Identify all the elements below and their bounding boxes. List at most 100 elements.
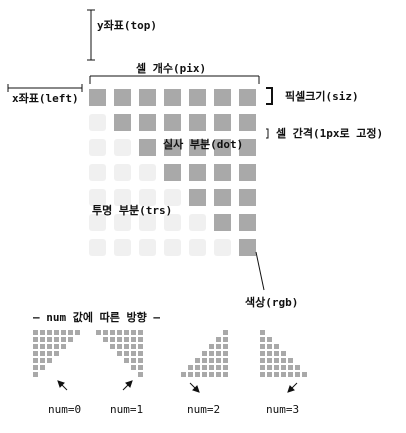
cell-gap-label: 셀 간격(1px로 고정) <box>276 127 384 140</box>
transparent-cell <box>89 114 106 131</box>
solid-cell <box>239 139 256 156</box>
mini-grid-cell-num0 <box>40 351 45 356</box>
mini-grid-cell-num2 <box>216 344 221 349</box>
transparent-cell <box>89 139 106 156</box>
mini-grid-cell-num3 <box>288 358 293 363</box>
transparent-cell <box>114 239 131 256</box>
solid-cell <box>139 89 156 106</box>
mini-grid-cell-num1 <box>131 330 136 335</box>
transparent-cell <box>89 214 106 231</box>
mini-grid-cell-num1 <box>138 365 143 370</box>
mini-grid-cell-num3 <box>267 358 272 363</box>
solid-cell <box>114 114 131 131</box>
mini-grid-cell-num3 <box>274 351 279 356</box>
mini-grid-cell-num2 <box>209 344 214 349</box>
transparent-cell <box>189 239 206 256</box>
arrow-num1-head <box>125 380 133 388</box>
mini-grid-cell-num3 <box>260 358 265 363</box>
mini-grid-cell-num3 <box>260 337 265 342</box>
mini-grid-cell-num3 <box>274 372 279 377</box>
mini-grid-cell-num1 <box>124 337 129 342</box>
transparent-cell <box>114 189 131 206</box>
mini-grid-cell-num3 <box>260 351 265 356</box>
mini-grid-cell-num1 <box>131 365 136 370</box>
mini-grid-cell-num2 <box>209 358 214 363</box>
direction-mini-grids <box>33 330 307 377</box>
mini-grid-cell-num1 <box>117 344 122 349</box>
mini-grid-cell-num1 <box>110 330 115 335</box>
mini-grid-cell-num0 <box>47 330 52 335</box>
num3-label: num=3 <box>266 403 300 416</box>
direction-title: — num 값에 따른 방향 — <box>33 311 160 324</box>
transparent-cell <box>189 214 206 231</box>
mini-grid-cell-num3 <box>295 365 300 370</box>
solid-cell <box>214 214 231 231</box>
transparent-cell <box>139 214 156 231</box>
solid-cell <box>189 89 206 106</box>
mini-grid-cell-num0 <box>40 358 45 363</box>
mini-grid-cell-num1 <box>138 337 143 342</box>
solid-cell <box>89 89 106 106</box>
solid-cell <box>239 189 256 206</box>
mini-grid-cell-num0 <box>68 330 73 335</box>
mini-grid-cell-num1 <box>117 351 122 356</box>
mini-grid-cell-num2 <box>195 365 200 370</box>
mini-grid-cell-num0 <box>61 344 66 349</box>
mini-grid-cell-num2 <box>216 351 221 356</box>
mini-grid-cell-num2 <box>188 365 193 370</box>
mini-grid-cell-num1 <box>110 337 115 342</box>
mini-grid-cell-num1 <box>131 337 136 342</box>
mini-grid-cell-num2 <box>209 351 214 356</box>
mini-grid-cell-num2 <box>216 365 221 370</box>
mini-grid-cell-num2 <box>188 372 193 377</box>
mini-grid-cell-num0 <box>54 330 59 335</box>
mini-grid-cell-num0 <box>33 344 38 349</box>
mini-grid-cell-num0 <box>33 330 38 335</box>
mini-grid-cell-num0 <box>68 337 73 342</box>
transparent-cell <box>89 164 106 181</box>
transparent-cell <box>139 189 156 206</box>
mini-grid-cell-num2 <box>223 351 228 356</box>
mini-grid-cell-num1 <box>138 344 143 349</box>
mini-grid-cell-num2 <box>223 337 228 342</box>
mini-grid-cell-num0 <box>47 358 52 363</box>
solid-cell <box>114 89 131 106</box>
mini-grid-cell-num1 <box>124 358 129 363</box>
annotation-lines <box>7 9 273 291</box>
arrow-num2-head <box>192 385 200 393</box>
solid-cell <box>214 189 231 206</box>
num0-label: num=0 <box>48 403 82 416</box>
num2-label: num=2 <box>187 403 221 416</box>
mini-grid-cell-num1 <box>110 344 115 349</box>
mini-grid-cell-num1 <box>124 351 129 356</box>
color-label: 색상(rgb) <box>245 296 299 309</box>
mini-grid-cell-num0 <box>33 337 38 342</box>
solid-cell <box>164 164 181 181</box>
mini-grid-cell-num0 <box>33 372 38 377</box>
solid-cell <box>239 89 256 106</box>
mini-grid-cell-num1 <box>124 344 129 349</box>
transparent-cell <box>114 214 131 231</box>
mini-grid-cell-num2 <box>216 358 221 363</box>
mini-grid-cell-num0 <box>33 365 38 370</box>
transparent-cell <box>114 164 131 181</box>
mini-grid-cell-num0 <box>61 337 66 342</box>
mini-grid-cell-num3 <box>281 372 286 377</box>
solid-cell <box>214 139 231 156</box>
mini-grid-cell-num1 <box>131 344 136 349</box>
arrow-num0-head <box>57 380 65 388</box>
solid-cell <box>214 114 231 131</box>
mini-grid-cell-num0 <box>40 337 45 342</box>
mini-grid-cell-num2 <box>223 372 228 377</box>
mini-grid-cell-num0 <box>33 358 38 363</box>
mini-grid-cell-num0 <box>33 351 38 356</box>
mini-grid-cell-num2 <box>223 358 228 363</box>
solid-cell <box>189 114 206 131</box>
mini-grid-cell-num0 <box>47 337 52 342</box>
mini-grid-cell-num0 <box>40 330 45 335</box>
mini-grid-cell-num1 <box>138 351 143 356</box>
mini-grid-cell-num3 <box>281 365 286 370</box>
solid-cell <box>239 239 256 256</box>
direction-arrows <box>57 380 298 393</box>
